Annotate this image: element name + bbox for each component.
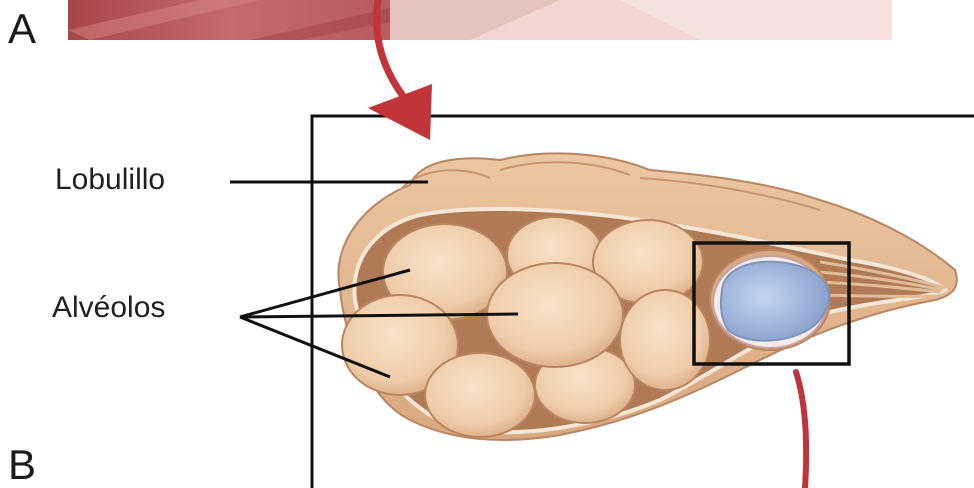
label-lobule: Lobulillo bbox=[55, 165, 165, 195]
tissue-strip-a bbox=[68, 0, 892, 40]
duct-section bbox=[710, 250, 830, 350]
panel-label-a: A bbox=[8, 8, 36, 50]
alveolus bbox=[425, 353, 535, 437]
arrow-zoom-down bbox=[796, 372, 806, 488]
label-alveoli: Alvéolos bbox=[52, 293, 165, 323]
panel-label-b: B bbox=[8, 444, 36, 486]
alveolus bbox=[620, 290, 710, 390]
